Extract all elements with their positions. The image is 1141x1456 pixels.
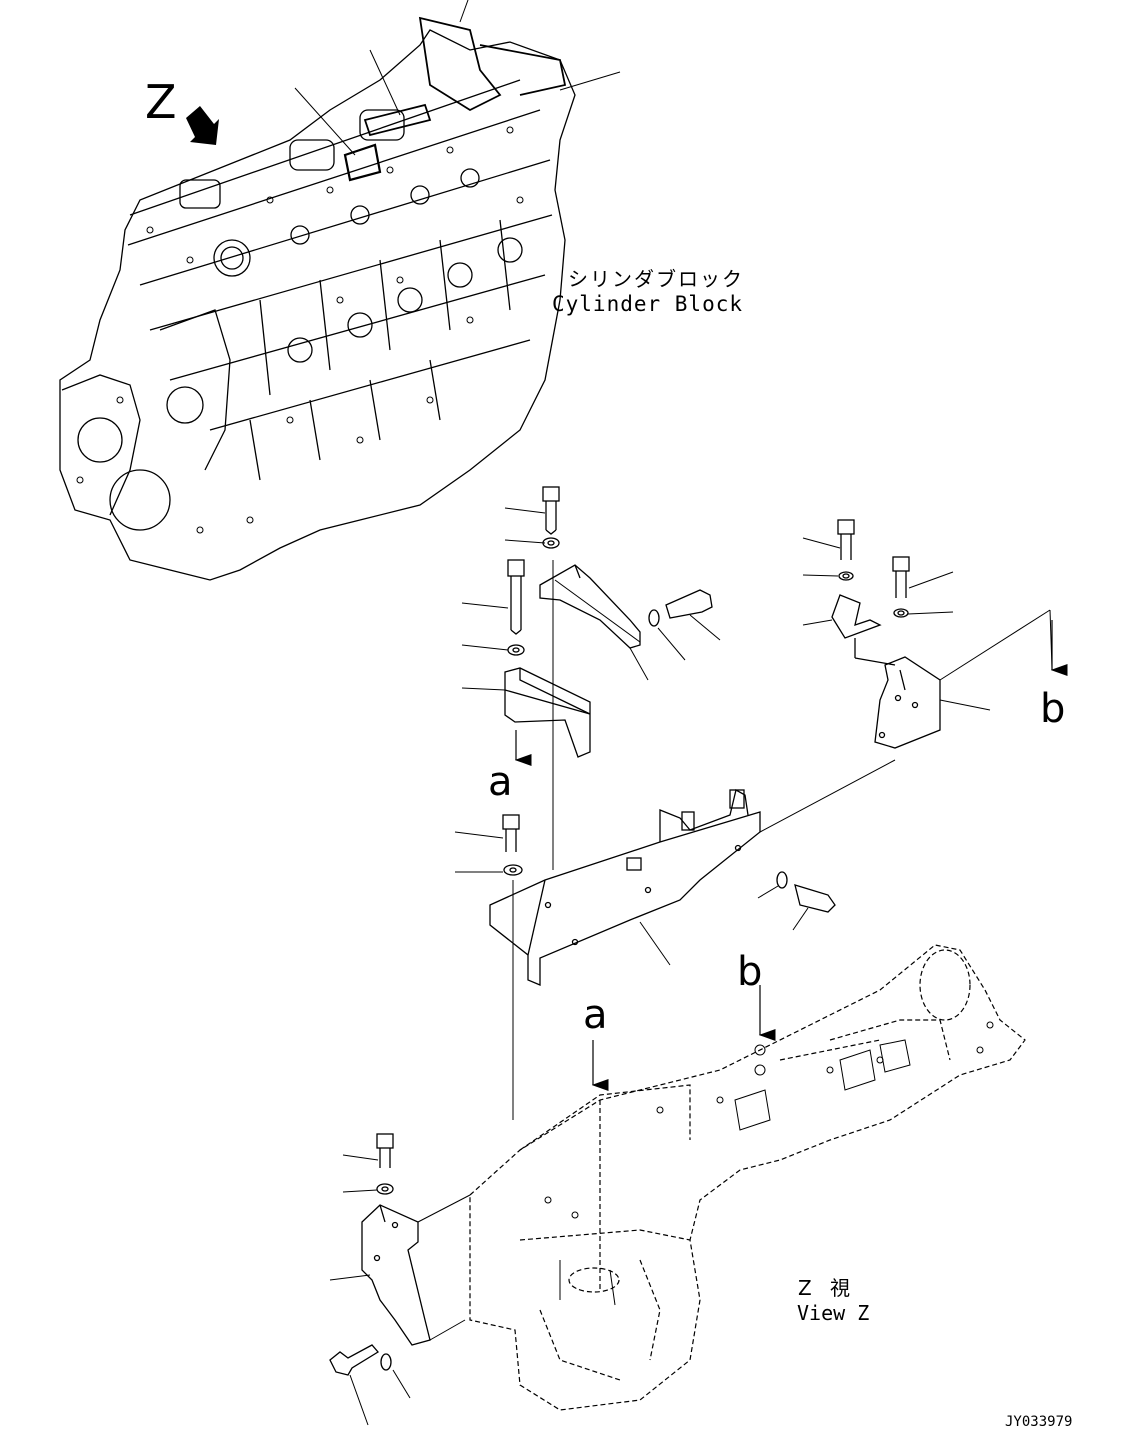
reference-arrows: [514, 620, 1068, 1091]
long-bracket-assembly: [454, 579, 896, 1120]
view-z-label-en: View Z: [797, 1301, 869, 1325]
engine-leader-lines: [294, 0, 621, 156]
cylinder-block-illustration: [59, 16, 576, 581]
view-z-label-jp: Z 視: [798, 1276, 856, 1300]
cylinder-block-label-jp: シリンダブロック: [568, 267, 744, 291]
arrow-ref-b-upper: b: [1040, 686, 1065, 732]
view-marker-letter: Z: [145, 75, 177, 129]
drawing-code: JY033979: [1005, 1414, 1072, 1430]
cylinder-block-label-en: Cylinder Block: [552, 292, 743, 316]
lower-bracket-assembly: [329, 1133, 471, 1426]
arrow-ref-a-upper: a: [488, 759, 513, 805]
view-z-illustration: [469, 944, 1026, 1411]
upper-bracket-assembly: [461, 486, 721, 870]
view-z-arrow: [186, 106, 219, 145]
view-z-details: [544, 1021, 994, 1306]
arrow-ref-a-lower: a: [583, 992, 608, 1038]
right-bracket-assembly: [802, 519, 1053, 749]
arrow-ref-b-lower: b: [737, 949, 762, 995]
